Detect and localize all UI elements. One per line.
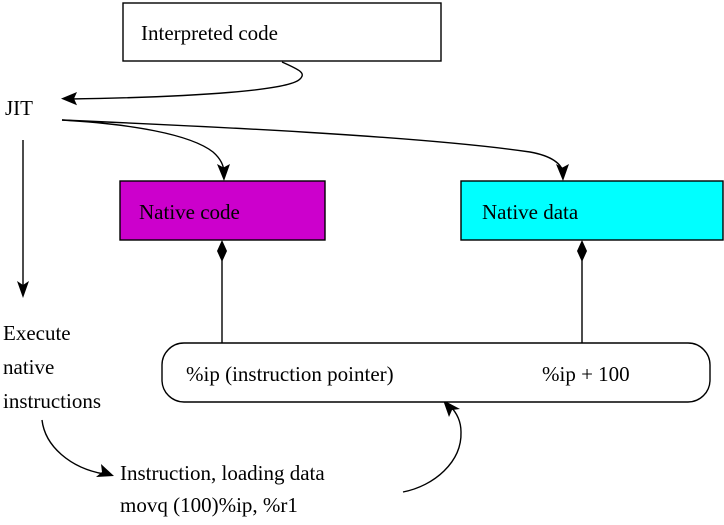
interpreted-code-label: Interpreted code xyxy=(141,21,278,45)
arrowhead-icon xyxy=(61,92,77,106)
arrowhead-icon xyxy=(96,464,114,477)
execute-label: Execute xyxy=(3,321,71,345)
edge-jit-to-execute xyxy=(17,140,29,298)
jit-label: JIT xyxy=(5,96,33,120)
arrowhead-icon xyxy=(443,400,460,417)
node-native-data[interactable]: Native data xyxy=(460,180,724,241)
arrowhead-icon xyxy=(556,164,569,181)
native-data-box[interactable] xyxy=(460,180,724,241)
edge-instruction-label-to-ip-box xyxy=(402,400,462,493)
arrowhead-icon xyxy=(17,281,29,298)
edge-jit-to-native-code xyxy=(61,119,230,181)
instructions-label: instructions xyxy=(3,389,101,413)
arrowhead-icon xyxy=(577,240,587,262)
node-interpreted-code[interactable]: Interpreted code xyxy=(122,2,442,62)
edge-ip-box-to-native-code xyxy=(217,240,227,343)
arrowhead-icon xyxy=(217,240,227,262)
native-data-label: Native data xyxy=(482,200,579,224)
ip-box-right-label: %ip + 100 xyxy=(542,362,630,386)
edge-jit-to-native-data xyxy=(61,119,569,181)
movq-instruction-label: movq (100)%ip, %r1 xyxy=(120,493,298,517)
arrowhead-icon xyxy=(217,164,230,181)
node-ip-box[interactable]: %ip (instruction pointer) %ip + 100 xyxy=(161,342,711,403)
edge-instructions-to-instruction-label xyxy=(41,419,114,477)
node-native-code[interactable]: Native code xyxy=(119,180,326,241)
interpreted-code-box[interactable] xyxy=(122,2,442,62)
edge-interpreted-code-to-jit xyxy=(61,61,303,106)
ip-box-left-label: %ip (instruction pointer) xyxy=(186,362,394,386)
edge-ip-box-to-native-data xyxy=(577,240,587,343)
native-code-box[interactable] xyxy=(119,180,326,241)
instruction-loading-data-label: Instruction, loading data xyxy=(120,461,325,485)
native-label: native xyxy=(3,355,54,379)
native-code-label: Native code xyxy=(139,200,240,224)
ip-box-shape[interactable] xyxy=(161,342,711,403)
